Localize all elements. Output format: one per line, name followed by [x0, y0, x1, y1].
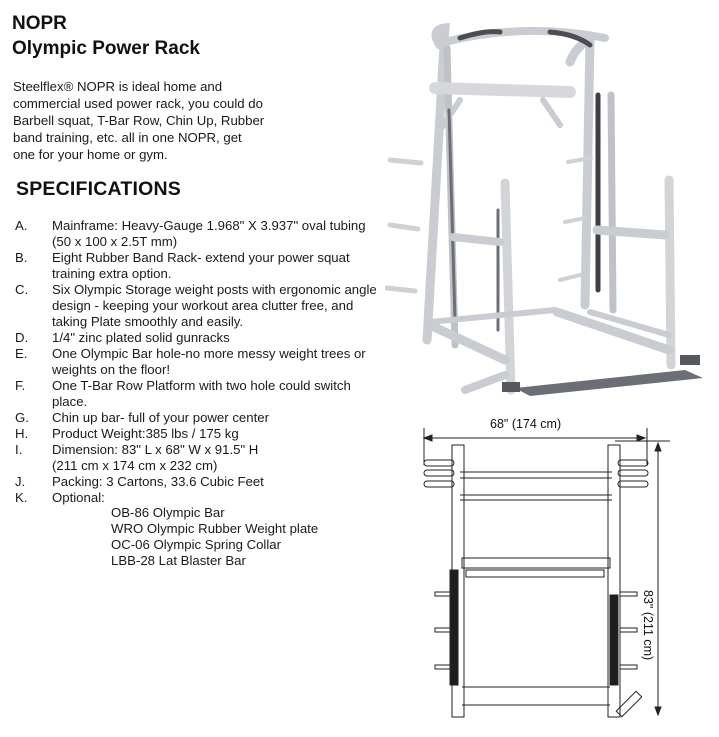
spec-letter: I.	[15, 442, 23, 457]
specifications-heading: SPECIFICATIONS	[16, 178, 181, 200]
width-dimension-label: 68" (174 cm)	[490, 417, 562, 431]
spec-text: Mainframe: Heavy-Gauge 1.968" X 3.937" o…	[52, 218, 366, 233]
intro-paragraph: Steelflex® NOPR is ideal home and commer…	[13, 78, 393, 163]
optional-item: LBB-28 Lat Blaster Bar	[111, 553, 246, 568]
spec-text: One Olympic Bar hole-no more messy weigh…	[52, 346, 366, 361]
spec-letter: K.	[15, 490, 28, 505]
power-rack-photo	[385, 22, 703, 396]
spec-text: (50 x 100 x 2.5T mm)	[52, 234, 178, 249]
optional-item: OC-06 Olympic Spring Collar	[111, 537, 282, 552]
optional-item: WRO Olympic Rubber Weight plate	[111, 521, 319, 536]
spec-item-d: D. 1/4" zinc plated solid gunracks	[15, 330, 385, 346]
spec-item-e: E. One Olympic Bar hole-no more messy we…	[15, 346, 385, 378]
spec-text: place.	[52, 394, 88, 409]
spec-text: taking Plate smoothly and easily.	[52, 314, 244, 329]
spec-item-g: G. Chin up bar- full of your power cente…	[15, 410, 385, 426]
spec-letter: G.	[15, 410, 29, 425]
dimension-diagram	[422, 428, 670, 718]
spec-letter: C.	[15, 282, 29, 297]
spec-text: One T-Bar Row Platform with two hole cou…	[52, 378, 351, 393]
spec-item-h: H. Product Weight:385 lbs / 175 kg	[15, 426, 385, 442]
spec-text: Chin up bar- full of your power center	[52, 410, 269, 425]
product-title: Olympic Power Rack	[12, 38, 200, 59]
spec-letter: E.	[15, 346, 28, 361]
intro-line: Steelflex® NOPR is ideal home and	[13, 79, 223, 94]
spec-letter: B.	[15, 250, 28, 265]
spec-text: Eight Rubber Band Rack- extend your powe…	[52, 250, 350, 265]
optional-items-list: OB-86 Olympic Bar WRO Olympic Rubber Wei…	[111, 505, 318, 569]
spec-text: Optional:	[52, 490, 105, 505]
model-code: NOPR	[12, 13, 67, 34]
spec-letter: D.	[15, 330, 29, 345]
intro-line: one for your home or gym.	[13, 147, 168, 162]
spec-item-j: J. Packing: 3 Cartons, 33.6 Cubic Feet	[15, 474, 385, 490]
intro-line: band training, etc. all in one NOPR, get	[13, 130, 242, 145]
spec-text: Product Weight:385 lbs / 175 kg	[52, 426, 239, 441]
spec-text: 1/4" zinc plated solid gunracks	[52, 330, 230, 345]
spec-text: training extra option.	[52, 266, 172, 281]
length-dimension-label: 83" (211 cm)	[641, 590, 655, 661]
spec-item-k: K. Optional:	[15, 490, 385, 506]
optional-item: OB-86 Olympic Bar	[111, 505, 225, 520]
spec-letter: F.	[15, 378, 26, 393]
specifications-list: A. Mainframe: Heavy-Gauge 1.968" X 3.937…	[15, 218, 385, 506]
intro-line: Barbell squat, T-Bar Row, Chin Up, Rubbe…	[13, 113, 265, 128]
spec-item-i: I. Dimension: 83" L x 68" W x 91.5" H(21…	[15, 442, 385, 474]
spec-item-a: A. Mainframe: Heavy-Gauge 1.968" X 3.937…	[15, 218, 385, 250]
spec-item-f: F. One T-Bar Row Platform with two hole …	[15, 378, 385, 410]
spec-text: weights on the floor!	[52, 362, 171, 377]
spec-letter: J.	[15, 474, 26, 489]
spec-text: (211 cm x 174 cm x 232 cm)	[52, 458, 218, 473]
spec-text: Six Olympic Storage weight posts with er…	[52, 282, 377, 297]
spec-text: design - keeping your workout area clutt…	[52, 298, 354, 313]
spec-text: Dimension: 83" L x 68" W x 91.5" H	[52, 442, 259, 457]
spec-text: Packing: 3 Cartons, 33.6 Cubic Feet	[52, 474, 264, 489]
intro-line: commercial used power rack, you could do	[13, 96, 263, 111]
spec-item-c: C. Six Olympic Storage weight posts with…	[15, 282, 385, 330]
spec-item-b: B. Eight Rubber Band Rack- extend your p…	[15, 250, 385, 282]
spec-letter: A.	[15, 218, 28, 233]
spec-letter: H.	[15, 426, 29, 441]
